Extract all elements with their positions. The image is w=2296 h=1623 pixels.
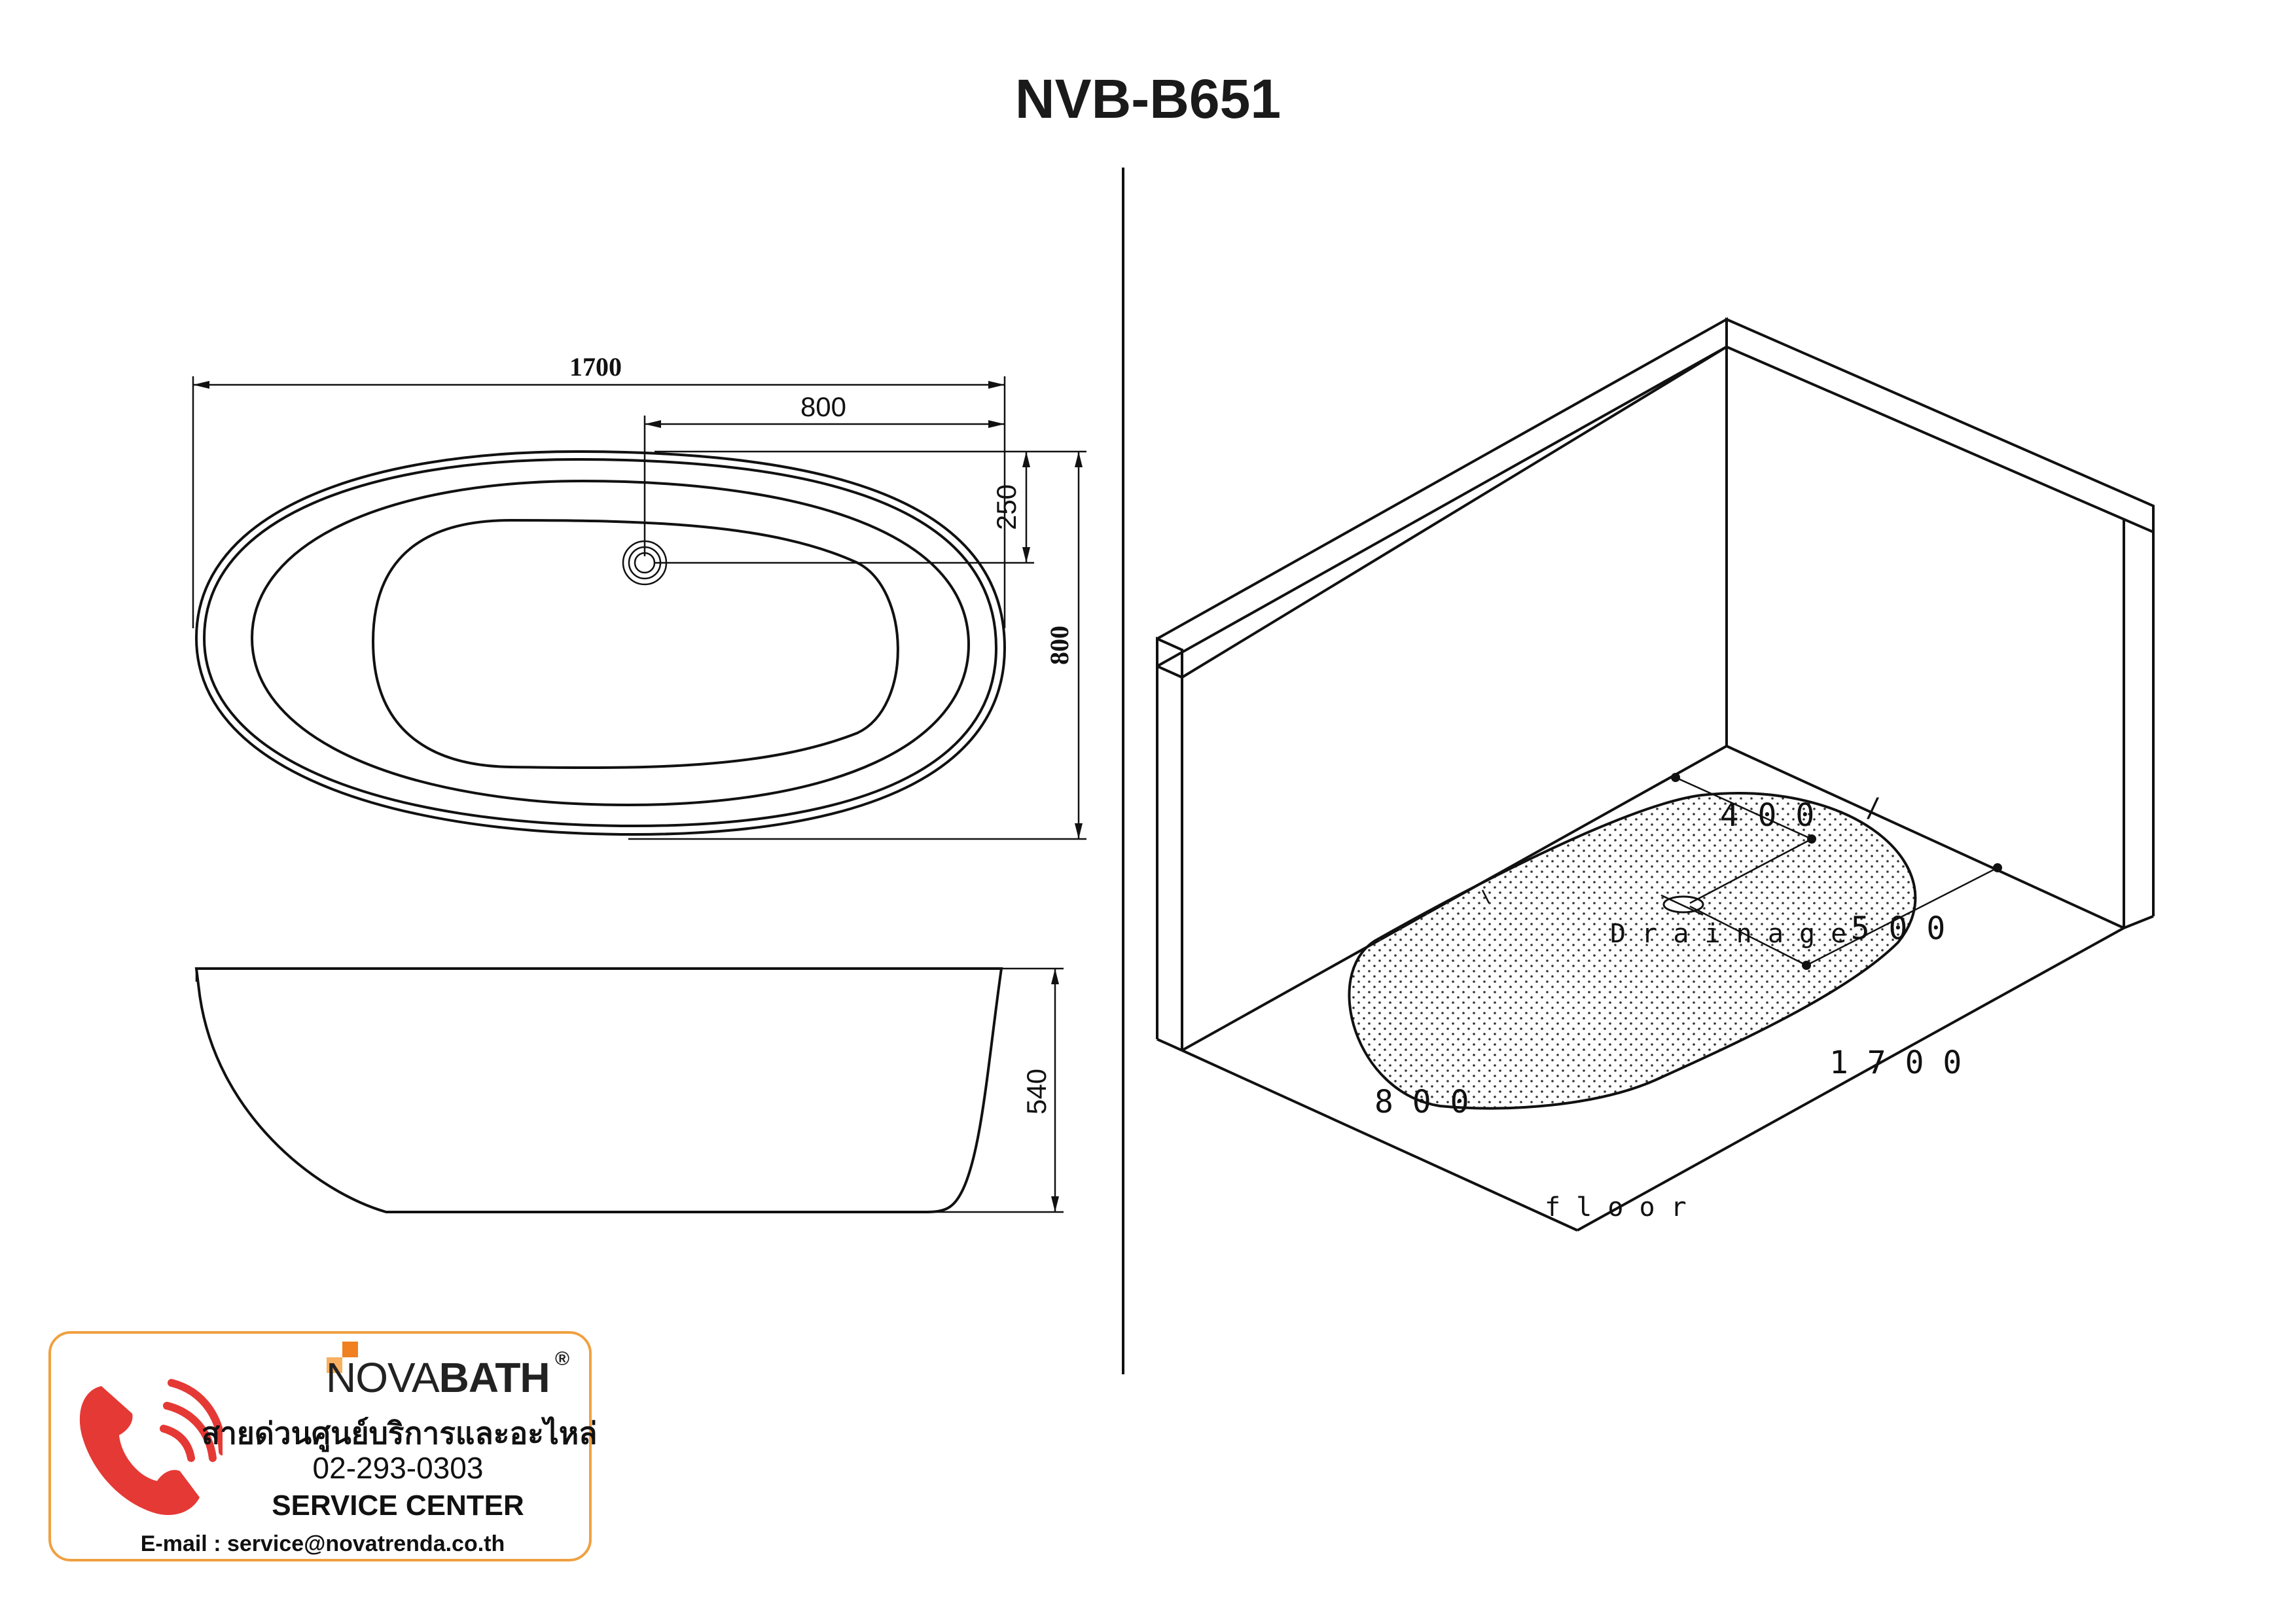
arrow [1075,823,1083,839]
dim-400-label: 4 0 0 [1720,797,1815,834]
dim-line-400 [1675,776,1812,840]
wall-left-top [1156,317,1728,669]
arrow [1075,452,1083,467]
arrow [988,381,1005,389]
installation-view: 4 0 0 / 5 0 0 D r a i n a g e 1 7 0 0 8 … [1156,317,2155,1232]
drain-marker [1660,894,1704,916]
dim-400-tick: / [1865,793,1881,823]
dim-500-label: 5 0 0 [1851,910,1946,947]
dim-leader-drain-2 [1689,905,1807,967]
floor-front-left [1181,1049,1578,1232]
arrow [1022,547,1030,563]
dim-800-iso-label: 8 0 0 [1374,1084,1469,1120]
dim-800-offset-label: 800 [800,391,846,422]
arrow [645,420,661,428]
top-view: 1700 800 250 800 [192,352,1086,840]
floor-label: f l o o r [1545,1192,1687,1222]
wall-left-bottom [1157,1038,1183,1052]
phone-number[interactable]: 02-293-0303 [312,1451,484,1485]
tub-outer-rim-inner [202,457,998,828]
email-contact[interactable]: E-mail : service@novatrenda.co.th [140,1531,505,1556]
brand-name: NOVABATH [326,1353,550,1402]
dim-1700-iso-label: 1 7 0 0 [1829,1044,1962,1081]
arrow [1051,969,1059,984]
wall-right-bottom [2123,915,2154,929]
dim-540-label: 540 [1021,1069,1052,1115]
dim-leader-drain [1689,838,1812,904]
dim-dot [1993,863,2002,872]
drainage-label: D r a i n a g e [1610,919,1846,949]
dim-800-width-label: 800 [1045,626,1074,665]
floor-front-right [1577,927,2125,1232]
phone-icon [79,1379,223,1516]
wall-left-inner-top [1181,346,1728,679]
floor-back-right [1726,745,2125,929]
arrow [193,381,209,389]
model-title: NVB-B651 [1015,68,1281,130]
footprint-tick [1481,889,1490,904]
dim-250-label: 250 [991,484,1022,530]
wall-right-top [1725,317,2155,535]
service-center-label: SERVICE CENTER [272,1489,524,1522]
brand-logo-mark [327,1342,358,1373]
tub-basin [371,518,899,770]
arrow [1022,452,1030,467]
registered-mark: ® [555,1348,570,1370]
arrow [1051,1196,1059,1212]
dim-line-500 [1806,866,1998,967]
tub-outer-rim [194,450,1007,836]
arrow [988,420,1005,428]
tub-side-profile [194,967,1003,1213]
dim-1700-label: 1700 [569,352,622,382]
hotline-text: สายด่วนศูนย์บริการและอะไหล่ [202,1416,598,1451]
brand-prefix: NOVA [326,1354,440,1401]
service-card: NOVABATH ® สายด่วนศูนย์บริการและอะไหล่ 0… [48,1331,598,1561]
tub-footprint [1348,792,1917,1110]
side-view: 540 [194,967,1064,1213]
dim-dot [1671,773,1680,782]
tub-inner-rim [250,479,971,807]
brand-suffix: BATH [439,1354,550,1401]
